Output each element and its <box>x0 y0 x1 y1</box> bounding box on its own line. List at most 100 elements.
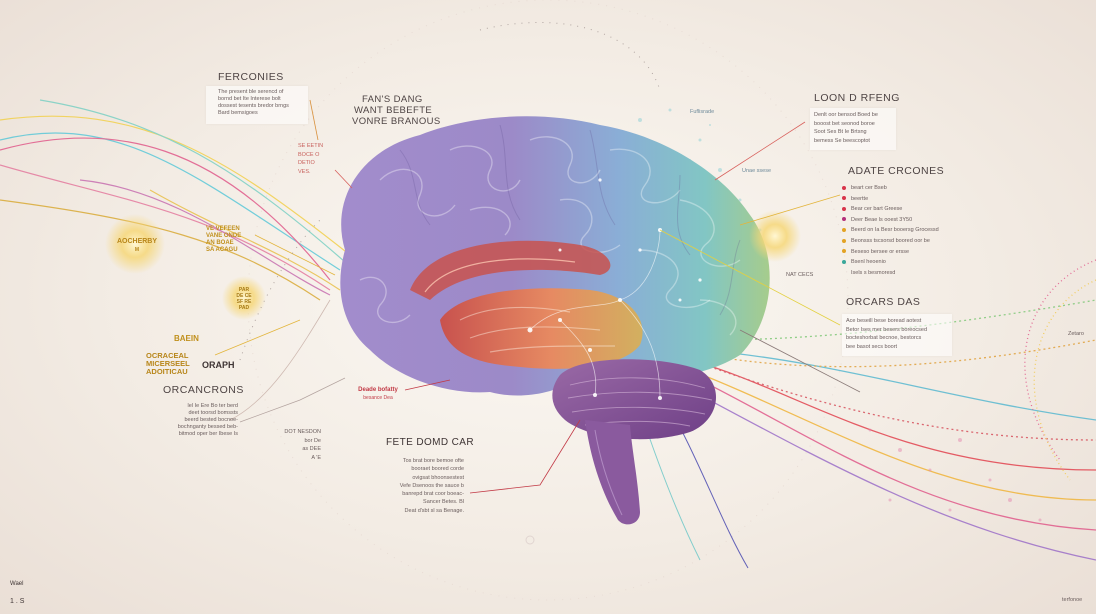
basin-line: ADOITICAU <box>146 367 188 376</box>
fete-line: Sancer Betes. Bl <box>423 499 464 506</box>
fans-dang-line3: VONRE BRANOUS <box>352 116 441 127</box>
loon-line: booost bet seonod boroe <box>814 120 875 127</box>
ve-vefeen-line: VE VEFEEN <box>206 226 240 232</box>
right-edge-label: Zetaro <box>1068 331 1084 337</box>
basin-line: MICERSEEL <box>146 359 190 368</box>
bullet-dot-icon <box>842 227 846 232</box>
adate-crcones-item-text: Beseso bersee or ersse <box>851 248 910 255</box>
bullet-dot-icon <box>842 206 846 211</box>
adate-crcones-item: Beerd on Ia Besr booersg Grocessd <box>842 225 939 236</box>
dotnesdon-label: DOT NESDON bor De as DEE A 'E <box>275 428 321 462</box>
adate-crcones-item: beart cer Bseb <box>842 183 939 194</box>
orcars-line: bee basot secs boort <box>846 343 898 350</box>
fans-dang-label: FAN'S DANG WANT BEBEFTE VONRE BRANOUS <box>352 94 441 127</box>
adate-crcones-item: Beseso bersee or ersse <box>842 247 939 258</box>
fete-line: booraet boored corde <box>411 466 464 473</box>
ferconies-card <box>206 86 308 124</box>
bullet-dot-icon <box>842 270 846 274</box>
bullet-dot-icon <box>842 185 846 190</box>
orcars-line: Ace beseill bese boread aotest <box>846 318 922 324</box>
loon-line: Denlt oor bensod Boed be <box>814 112 878 118</box>
deade-bofatty-line2: besance Dea <box>363 395 393 401</box>
graph-label: ORAPH <box>202 360 235 370</box>
orcancrons-line: lel Ie Ere Bo ter berd <box>187 403 238 409</box>
adate-crcones-item-text: Isels s besmoresd <box>851 269 896 276</box>
fans-dang-line1: FAN'S DANG <box>362 94 423 105</box>
orcancrons-line: beerd bested bocnoe- <box>184 417 238 423</box>
loon-card <box>810 108 896 150</box>
ve-vefeen-line: AN BOAE <box>206 240 234 246</box>
orcancrons-title: ORCANCRONS <box>163 384 244 396</box>
ve-vefeen-label: VE VEFEEN VANE ONDE AN BOAE SA ACAGU <box>206 226 241 254</box>
loon-d-rfeng-title: LOON D RFENG <box>814 92 900 104</box>
adate-crcones-item-text: beart cer Bseb <box>851 185 887 191</box>
ferconies-text: The present ble serencd of bornd bet Ite… <box>218 89 289 117</box>
adate-crcones-item: Bsenl heoenio <box>842 257 939 268</box>
fete-line: Vefe Dsenoos the sauce b <box>399 482 464 489</box>
adate-crcones-item-text: Beerd on Ia Besr booersg Grocessd <box>851 227 939 234</box>
basin-label: BAEIN <box>174 334 199 343</box>
se-eetin-line: BOCE O <box>298 151 320 158</box>
se-eetin-label: SE EETIN BOCE O DETIO VES. <box>298 142 323 176</box>
footer-sub: 1 . S <box>10 598 25 605</box>
fete-line: ovigsat bhoonsestest <box>412 474 464 481</box>
mid-gold-line: PAR <box>238 287 250 293</box>
adate-crcones-item-text: Beonsss tscsorsd boored oor be <box>851 237 930 244</box>
adate-crcones-item: beertte <box>842 194 939 205</box>
brain <box>340 116 770 525</box>
footer-title: Wael <box>10 581 24 587</box>
mid-gold-line: PAD <box>238 305 250 311</box>
bullet-dot-icon <box>842 196 846 201</box>
deade-bofatty-label: Deade bofatty besance Dea <box>352 386 404 402</box>
orcancrons-text: lel Ie Ere Bo ter berd deet toorsd bomss… <box>158 403 238 438</box>
ferconies-line: The present ble serencd of <box>218 89 284 95</box>
adate-crcones-item-text: Deer Beae ls ooest 3Y50 <box>851 216 913 223</box>
ve-vefeen-line: SA ACAGU <box>206 247 238 253</box>
ferconies-title: FERCONIES <box>218 71 284 83</box>
aocherby-line2: M <box>134 247 140 253</box>
ferconies-line: dossest tesents bredor brngs <box>218 103 289 109</box>
nat-cecs-label: NAT CECS <box>786 272 814 278</box>
ferconies-line: bornd bet Ite Interese bolt <box>218 96 281 102</box>
brain-tag-top: Fuflisrade <box>690 109 715 115</box>
dotnesdon-line: bor De <box>304 437 321 444</box>
fete-line: Deat d'sbt sl sa Benage. <box>404 507 464 514</box>
bullet-dot-icon <box>842 238 846 243</box>
orcancrons-line: deet toorsd bomssts <box>188 410 238 416</box>
ve-vefeen-line: VANE ONDE <box>206 233 242 239</box>
adate-crcones-title: ADATE CRCONES <box>848 165 945 177</box>
brain-tag-mid: Unae ssese <box>742 168 772 174</box>
bullet-dot-icon <box>842 217 846 222</box>
orcars-line: bocteshorbat becnoe, bestorcs <box>846 335 922 341</box>
mid-gold-line: SF RE <box>236 299 252 305</box>
loon-d-rfeng-text: Denlt oor bensod Boed be booost bet seon… <box>814 111 878 145</box>
mid-gold-label: PAR DE CE SF RE PAD <box>230 287 258 311</box>
adate-crcones-item-text: beertte <box>851 195 869 202</box>
deade-bofatty-line1: Deade bofatty <box>358 387 398 393</box>
adate-crcones-item: Deer Beae ls ooest 3Y50 <box>842 215 939 226</box>
adate-crcones-item: Isels s besmoresd <box>842 268 939 279</box>
basin-line: OCRACEAL <box>146 351 189 360</box>
orcancrons-line: bitmod oper ber Ibese Is <box>178 431 238 437</box>
loon-line: bemess Se beescoptot <box>814 137 870 144</box>
adate-crcones-item: Bear cer bart Greese <box>842 204 939 215</box>
adate-crcones-item-text: Bear cer bart Greese <box>851 206 903 213</box>
ferconies-line: Bard bemsigoes <box>218 110 258 116</box>
mid-gold-line: DE CE <box>236 293 252 299</box>
orcars-das-text: Ace beseill bese boread aotest Betor Ise… <box>846 317 927 351</box>
adate-crcones-item: Beonsss tscsorsd boored oor be <box>842 236 939 247</box>
bullet-dot-icon <box>842 249 846 254</box>
fete-line: Tos brat bore bemoe ofte <box>402 458 464 464</box>
se-eetin-line: SE EETIN <box>298 143 324 149</box>
adate-crcones-item-text: Bsenl heoenio <box>851 259 886 266</box>
se-eetin-line: VES. <box>298 168 311 175</box>
aocherby-line1: AOCHERBY <box>116 238 158 245</box>
dotnesdon-line: DOT NESDON <box>284 429 321 435</box>
fete-line: banrepd brat coor boeac- <box>402 491 464 498</box>
fans-dang-line2: WANT BEBEFTE <box>354 105 433 116</box>
se-eetin-line: DETIO <box>298 160 315 166</box>
bullet-dot-icon <box>842 259 846 264</box>
fete-domd-car-text: Tos brat bore bemoe ofte booraet boored … <box>358 457 464 515</box>
